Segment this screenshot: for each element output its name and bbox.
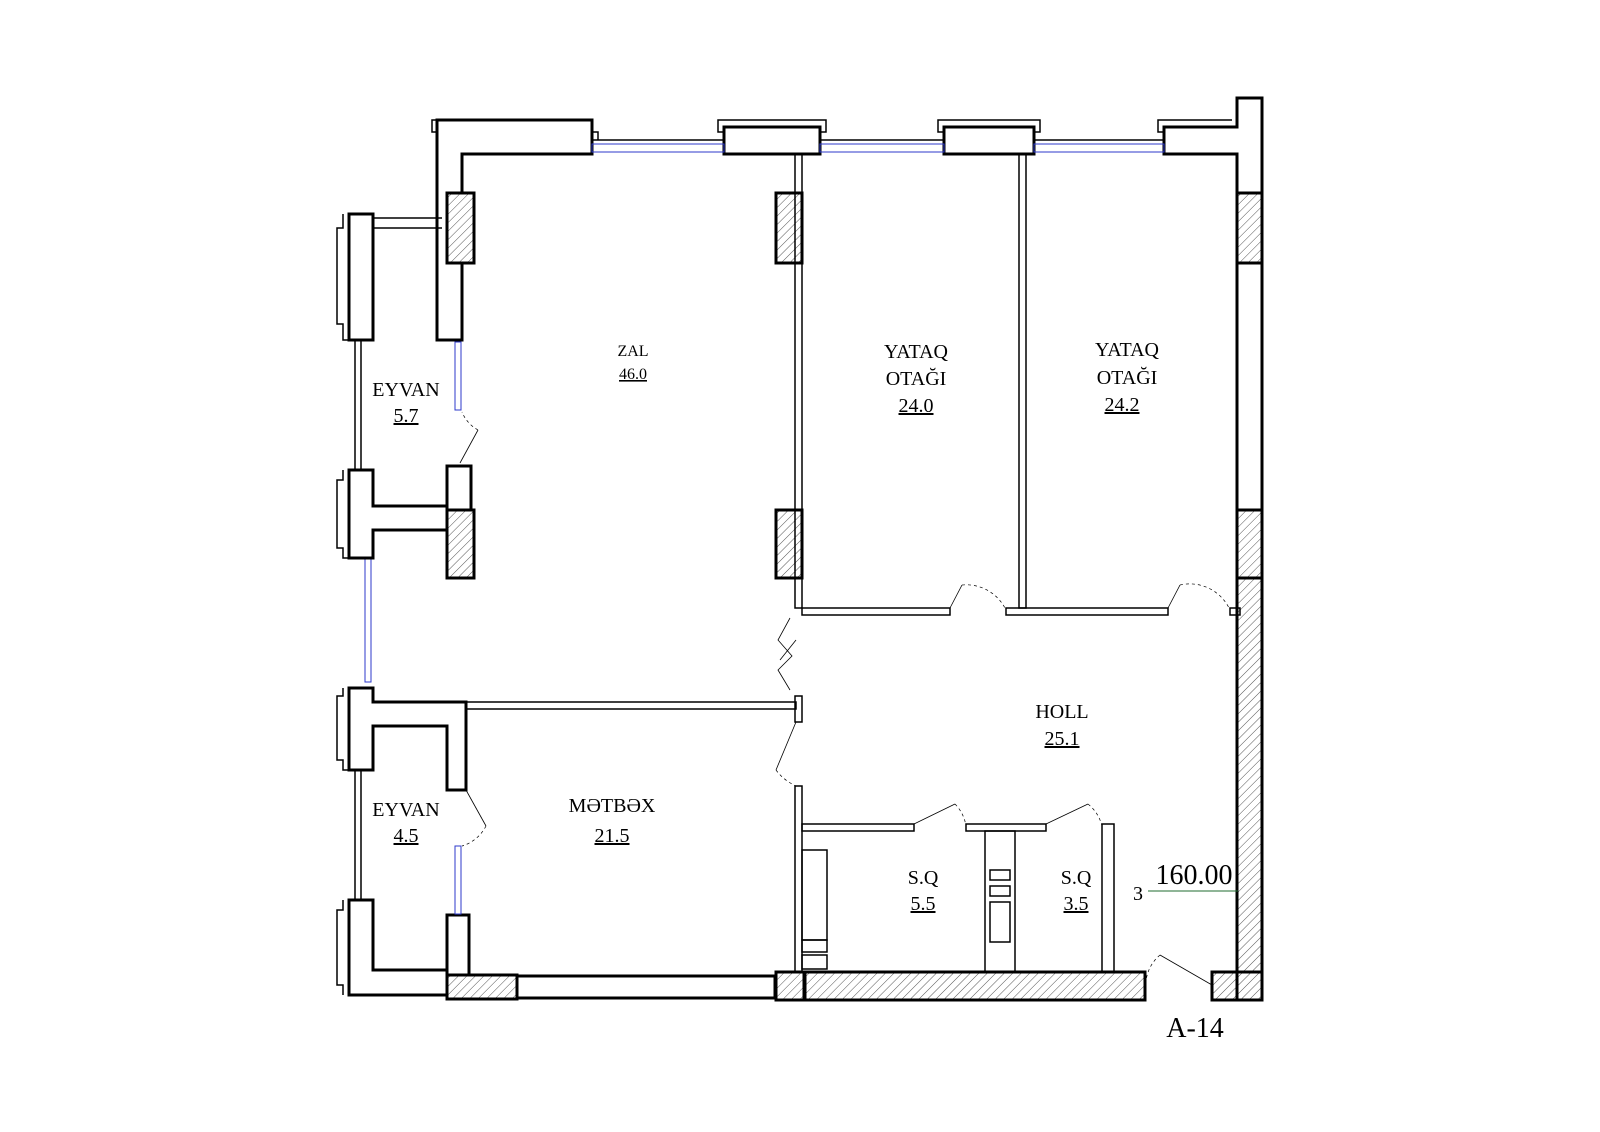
room-count: 3: [1133, 883, 1143, 905]
room-name: EYVAN: [372, 379, 439, 401]
balcony-walls: [336, 212, 468, 997]
room-area: 21.5: [595, 825, 630, 847]
room-name: MƏTBƏX: [569, 795, 656, 817]
columns: [445, 191, 1264, 1002]
total-area: 160.00: [1156, 860, 1233, 891]
room-label-holl: HOLL 25.1: [1035, 701, 1088, 750]
room-label-yataq-1: YATAQ OTAĞI 24.0: [884, 341, 949, 417]
room-area: 4.5: [394, 825, 419, 847]
room-name-line1: YATAQ: [1095, 339, 1160, 361]
room-area: 5.5: [911, 893, 936, 915]
door-swings: [459, 411, 1231, 991]
room-label-yataq-2: YATAQ OTAĞI 24.2: [1095, 339, 1160, 416]
partitions: [465, 153, 1241, 973]
outer-walls: [431, 96, 1264, 1002]
room-name: HOLL: [1035, 701, 1088, 723]
room-label-zal: ZAL 46.0: [617, 343, 648, 383]
room-label-sq-1: S.Q 5.5: [908, 867, 939, 915]
room-name: ZAL: [617, 343, 648, 360]
room-name: S.Q: [1061, 867, 1092, 889]
room-area: 24.2: [1105, 394, 1140, 416]
room-label-sq-2: S.Q 3.5: [1061, 867, 1092, 915]
room-name-line2: OTAĞI: [886, 367, 947, 390]
room-label-eyvan-1: EYVAN 5.7: [372, 379, 439, 427]
room-area: 46.0: [619, 366, 647, 383]
room-area: 5.7: [394, 405, 419, 427]
room-label-eyvan-2: EYVAN 4.5: [372, 799, 439, 847]
room-name: S.Q: [908, 867, 939, 889]
windows: [364, 139, 1165, 915]
room-label-metbex: MƏTBƏX 21.5: [569, 795, 656, 847]
room-area: 24.0: [899, 395, 934, 417]
apartment-code: A-14: [1166, 1013, 1224, 1044]
room-name-line1: YATAQ: [884, 341, 949, 363]
room-name: EYVAN: [372, 799, 439, 821]
room-name-line2: OTAĞI: [1097, 366, 1158, 389]
room-area: 3.5: [1064, 893, 1089, 915]
room-area: 25.1: [1045, 728, 1080, 750]
